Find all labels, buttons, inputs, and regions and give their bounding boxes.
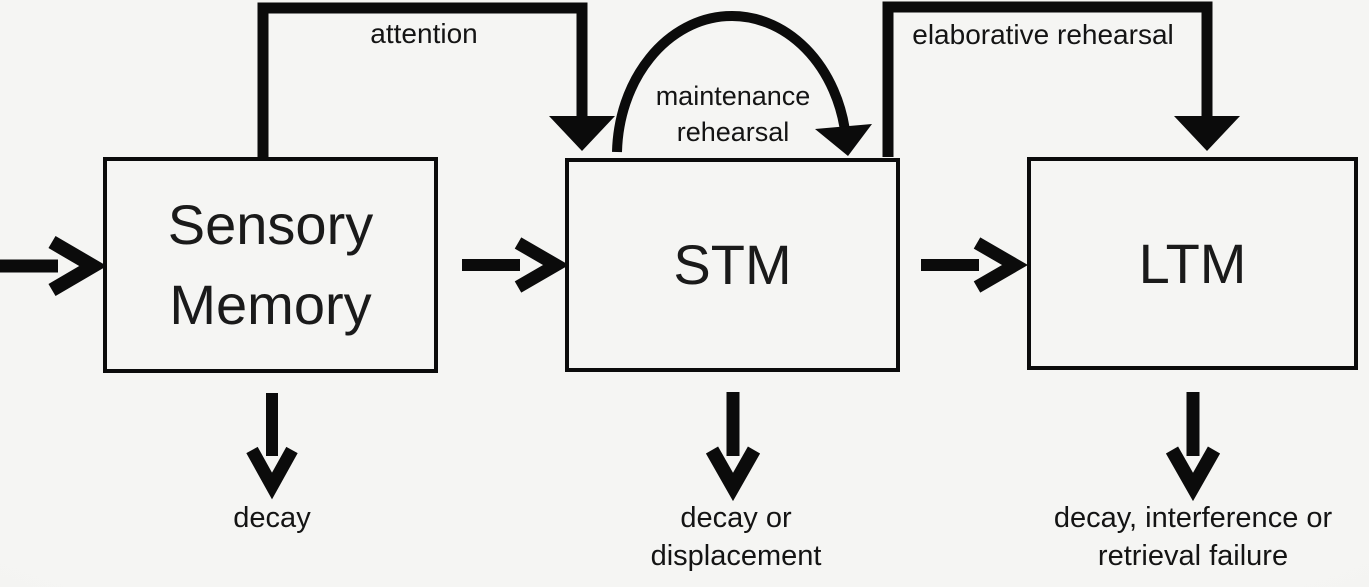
elaborative-label-text: elaborative rehearsal <box>912 19 1174 50</box>
ltm-decay-label-line2: retrieval failure <box>1097 540 1289 572</box>
input-arrow <box>0 235 107 297</box>
input-arrow-head <box>48 235 107 297</box>
maintenance-label-line1: maintenance <box>655 81 811 111</box>
elaborative-rehearsal-arrow-head <box>1174 116 1240 151</box>
ltm-decay-arrow-head <box>1165 446 1221 502</box>
sensory-memory-label-line1: Sensory <box>167 193 374 256</box>
sensory-to-stm-arrow <box>462 237 569 293</box>
ltm-decay-label: decay, interference or retrieval failure <box>1054 499 1332 575</box>
ltm-label: LTM <box>1138 231 1247 295</box>
stm-box: STM <box>565 158 900 372</box>
stm-to-ltm-arrow <box>921 237 1028 293</box>
sensory-decay-arrow-head <box>246 446 298 500</box>
stm-to-ltm-arrow-head <box>973 237 1028 293</box>
maintenance-rehearsal-arrow <box>612 11 872 156</box>
stm-decay-arrow <box>705 392 761 502</box>
maintenance-rehearsal-arrow-head <box>815 124 872 156</box>
maintenance-rehearsal-label: maintenance rehearsal <box>656 78 811 150</box>
ltm-decay-arrow <box>1165 392 1221 502</box>
attention-arrow-head <box>549 116 615 151</box>
maintenance-label-line2: rehearsal <box>676 117 790 147</box>
attention-label-text: attention <box>370 18 478 49</box>
sensory-decay-arrow <box>246 393 298 500</box>
stm-decay-label: decay or displacement <box>651 499 822 575</box>
sensory-decay-label-text: decay <box>233 502 311 534</box>
attention-label: attention <box>370 16 477 52</box>
attention-arrow-line <box>257 2 588 157</box>
stm-label: STM <box>673 233 792 296</box>
elaborative-rehearsal-line <box>882 1 1213 157</box>
maintenance-rehearsal-arc <box>612 11 851 153</box>
sensory-memory-box: Sensory Memory <box>103 157 438 373</box>
attention-arrow <box>257 2 615 157</box>
stm-decay-label-line2: displacement <box>650 540 822 572</box>
stm-decay-label-line1: decay or <box>680 502 792 534</box>
elaborative-rehearsal-label: elaborative rehearsal <box>912 17 1174 53</box>
stm-decay-arrow-head <box>705 446 761 502</box>
sensory-decay-label: decay <box>233 499 310 537</box>
ltm-box: LTM <box>1027 157 1358 370</box>
sensory-to-stm-arrow-head <box>514 237 569 293</box>
sensory-memory-label-line2: Memory <box>169 273 372 336</box>
ltm-decay-label-line1: decay, interference or <box>1053 502 1333 534</box>
elaborative-rehearsal-arrow <box>882 1 1240 157</box>
